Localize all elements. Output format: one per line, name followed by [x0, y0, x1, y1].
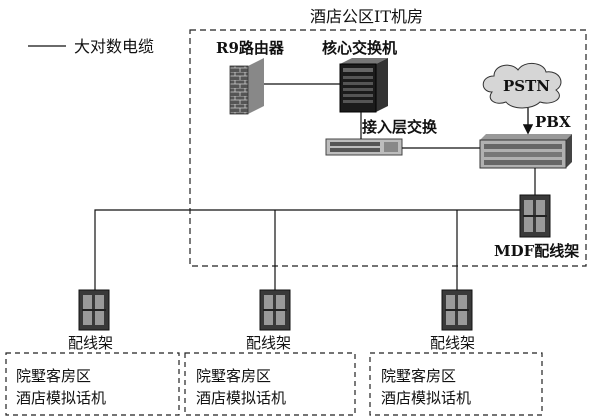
pbx-icon: [479, 134, 572, 169]
pstn-label: PSTN: [503, 77, 550, 95]
core-switch-label: 核心交换机: [322, 39, 397, 57]
pstn-cloud-icon: [482, 63, 562, 109]
area-line-2: 酒店模拟话机: [381, 389, 471, 407]
area-box: [184, 352, 356, 416]
router-icon: [229, 58, 264, 115]
area-line-1: 院墅客房区: [16, 367, 91, 385]
pbx-label: PBX: [535, 113, 571, 131]
core-switch-icon: [339, 58, 388, 113]
area-line-1: 院墅客房区: [381, 367, 456, 385]
distribution-frame-icon: [259, 289, 291, 331]
it-room-boundary: [189, 29, 587, 267]
area-line-2: 酒店模拟话机: [196, 389, 286, 407]
access-switch-label: 接入层交换: [362, 118, 438, 136]
area-box: [369, 352, 543, 416]
access-switch-icon: [325, 138, 403, 156]
it-room-title: 酒店公区IT机房: [310, 7, 423, 26]
distribution-frame-icon: [78, 289, 110, 331]
distribution-frame-icon: [441, 289, 473, 331]
area-line-2: 酒店模拟话机: [16, 389, 106, 407]
legend-label: 大对数电缆: [74, 37, 154, 56]
frame-label: 配线架: [246, 334, 291, 352]
area-line-1: 院墅客房区: [196, 367, 271, 385]
mdf-label: MDF配线架: [494, 242, 579, 260]
router-label: R9路由器: [216, 39, 285, 57]
frame-label: 配线架: [430, 334, 475, 352]
frame-label: 配线架: [68, 334, 113, 352]
mdf-icon: [519, 194, 551, 238]
trunk-cable: [94, 209, 520, 290]
